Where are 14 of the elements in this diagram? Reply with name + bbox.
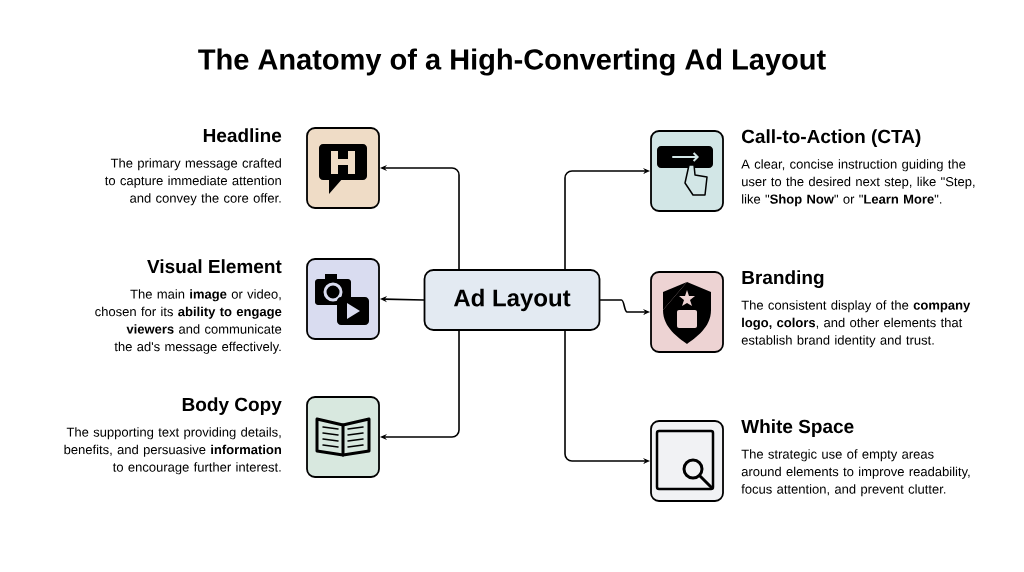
description: The main image or video, chosen for its ability to engage viewers and communicate the ad's message effectively. (95, 289, 282, 354)
heading: Call-to-Action (CTA) (742, 129, 921, 147)
heading: Visual Element (147, 259, 282, 274)
description: The supporting text providing details, benefits, and persuasive information to encourage further interest. (64, 427, 281, 475)
heading: Branding (742, 270, 824, 288)
heading: Headline (203, 128, 282, 143)
description: The strategic use of empty areas around elements to improve readability, focus attention, and prevent clutter. (741, 449, 970, 497)
center-box: Ad Layout (423, 269, 601, 331)
description: The consistent display of the company logo, colors, and other elements that establish brand identity and trust. (741, 300, 971, 348)
description: A clear, concise instruction guiding the user to the desired next step, like "Step, like "Shop Now" or "Learn More". (741, 159, 975, 207)
title: The Anatomy of a High-Converting Ad Layout (198, 48, 826, 76)
heading: White Space (741, 419, 854, 437)
heading: Body Copy (182, 397, 282, 415)
description: The primary message crafted to capture immediate attention and convey the core offer. (104, 158, 281, 206)
